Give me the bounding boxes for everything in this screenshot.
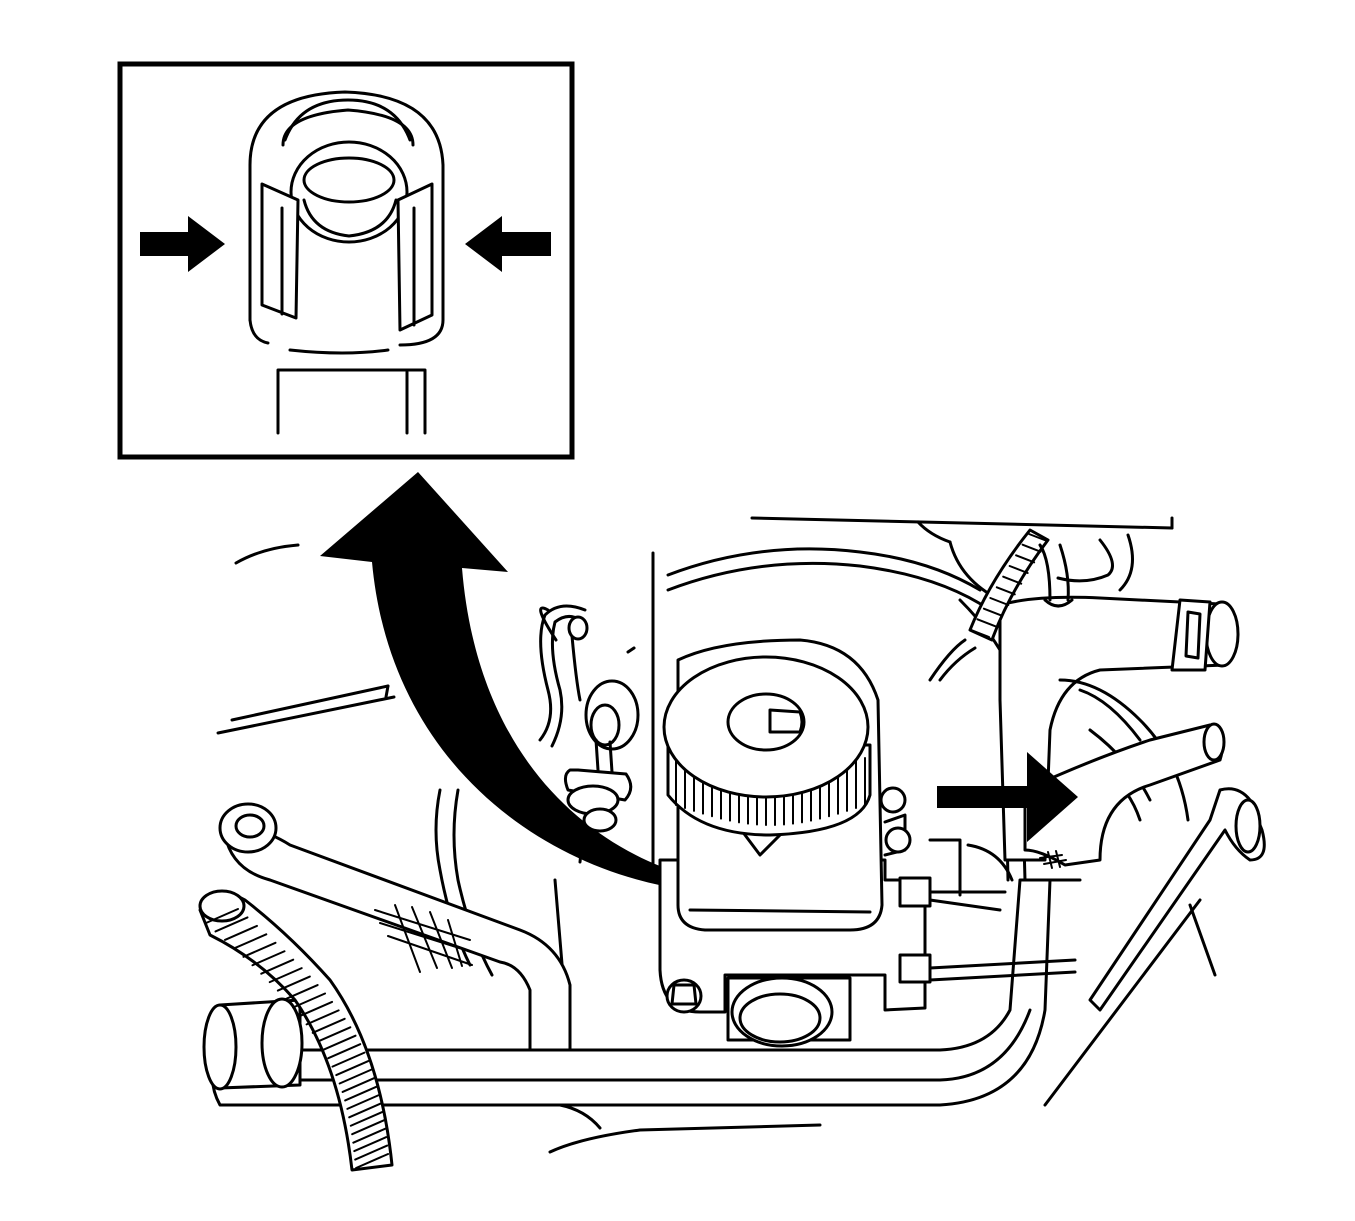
- vacuum-hose: [218, 802, 572, 1052]
- conduit-rib: [344, 1085, 379, 1102]
- corrugated-conduit: [198, 889, 394, 1172]
- conduit-rib: [299, 1000, 334, 1017]
- conduit-rib: [214, 916, 249, 933]
- cable-rib: [995, 586, 1016, 596]
- conduit-rib: [353, 1136, 388, 1153]
- conduit-rib: [233, 933, 268, 950]
- conduit-rib: [242, 941, 277, 958]
- detail-inset: [117, 61, 575, 460]
- cable-rib: [1021, 543, 1042, 553]
- inset-frame: [117, 61, 575, 460]
- brake-lines: [879, 786, 1077, 984]
- conduit-rib: [348, 1102, 383, 1119]
- corrugated-cable-upper: [968, 528, 1074, 642]
- vacuum-check-valve: [563, 679, 640, 833]
- heater-hoses: [998, 595, 1266, 1107]
- removal-arrow: [320, 472, 688, 890]
- conduit-rib: [354, 1144, 389, 1161]
- conduit-rib: [292, 992, 327, 1009]
- cable-ribs: [970, 533, 1048, 638]
- cable-rib: [976, 618, 997, 628]
- cable-rib: [1008, 565, 1029, 574]
- conduit-rib: [331, 1051, 366, 1068]
- conduit-rib: [205, 908, 239, 924]
- wiring-harness: [538, 604, 977, 748]
- cable-rib: [1002, 575, 1023, 585]
- cable-rib: [982, 607, 1003, 617]
- reservoir-cap: [662, 655, 872, 837]
- cable-rib: [970, 629, 990, 638]
- conduit-rib: [311, 1017, 346, 1034]
- cable-rib: [1028, 533, 1048, 542]
- conduit-rib: [346, 1093, 381, 1110]
- conduit-rib: [268, 967, 303, 984]
- conduit-rib: [305, 1009, 340, 1026]
- conduit-rib: [223, 924, 258, 941]
- conduit-rib: [322, 1034, 357, 1051]
- conduit-rib: [276, 975, 311, 992]
- squeeze-arrow-right: [465, 216, 551, 272]
- cable-rib: [989, 597, 1010, 606]
- conduit-rib: [352, 1127, 387, 1144]
- heater-tube-left: [202, 997, 304, 1091]
- conduit-rib: [284, 984, 319, 1001]
- squeeze-arrows: [140, 216, 551, 272]
- conduit-rib: [327, 1043, 362, 1060]
- conduit-rib: [335, 1060, 370, 1077]
- conduit-rib: [317, 1026, 352, 1043]
- quick-connect-fitting: [248, 90, 445, 355]
- cable-rib: [1015, 554, 1036, 564]
- conduit-rib: [355, 1153, 390, 1169]
- conduit-rib: [251, 950, 286, 967]
- conduit-rib: [260, 958, 295, 975]
- release-tabs: [260, 182, 434, 332]
- conduit-ribs: [205, 908, 390, 1169]
- pull-arrow: [937, 752, 1078, 842]
- conduit-rib: [351, 1119, 386, 1136]
- conduit-rib: [341, 1076, 376, 1093]
- squeeze-arrow-left: [140, 216, 225, 272]
- conduit-rib: [338, 1068, 373, 1085]
- conduit-rib: [349, 1110, 384, 1127]
- fitting-tube: [276, 368, 427, 435]
- engine-bay-background: [216, 516, 1217, 977]
